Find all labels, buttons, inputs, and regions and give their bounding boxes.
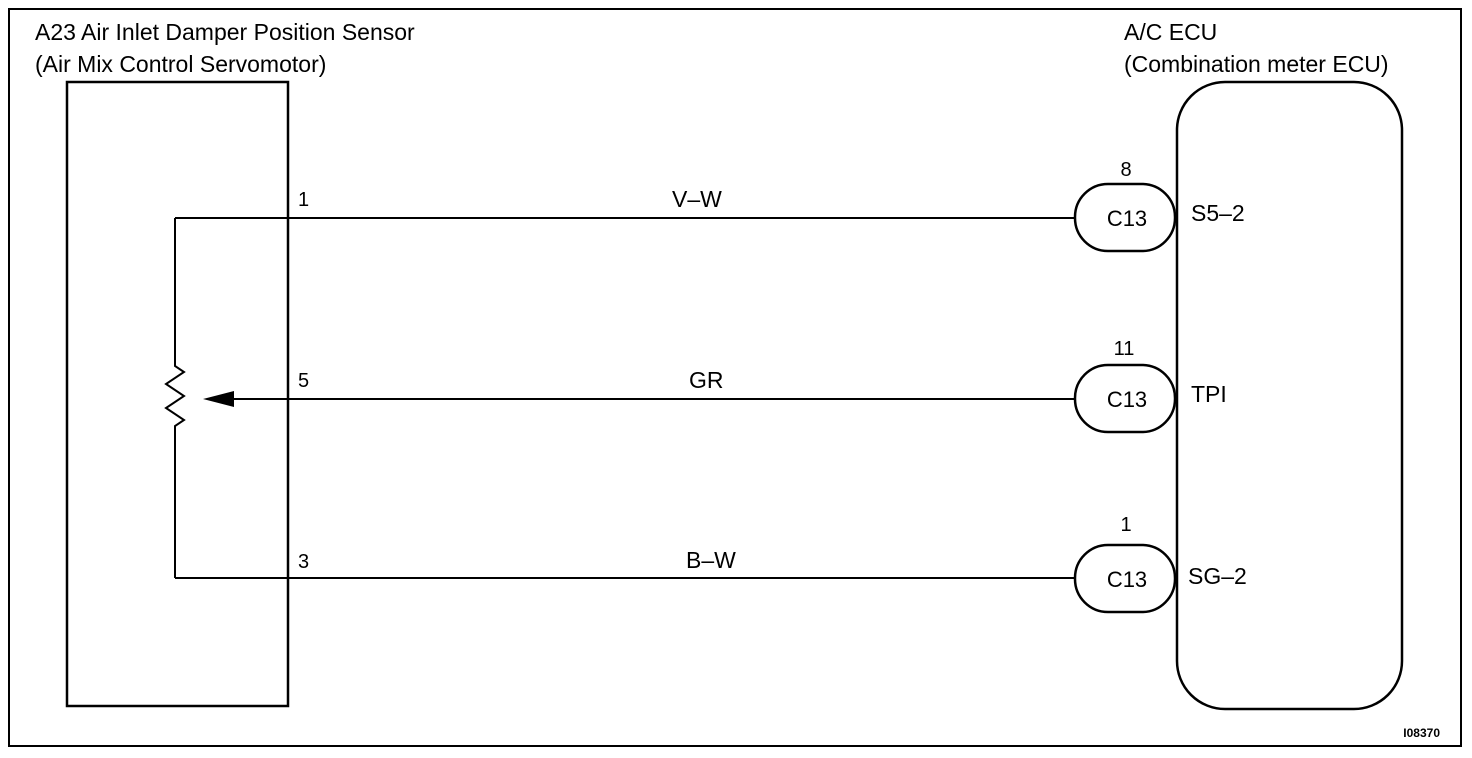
wire-2: 5 GR C13 11 TPI: [203, 338, 1227, 434]
wire-1: 1 V–W C13 8 S5–2: [175, 159, 1245, 253]
figure-id: I08370: [1403, 726, 1440, 740]
wire-3-connector-pin: 1: [1120, 514, 1131, 536]
wire-2-connector-pin: 11: [1114, 338, 1135, 360]
wire-1-ecu-terminal: S5–2: [1191, 200, 1245, 226]
sensor-subtitle: (Air Mix Control Servomotor): [35, 51, 326, 77]
wire-2-sensor-pin: 5: [298, 370, 309, 392]
ecu-subtitle: (Combination meter ECU): [1124, 51, 1389, 77]
wire-3-color-code: B–W: [686, 547, 736, 573]
wire-1-connector-label: C13: [1107, 206, 1147, 231]
diagram-frame: [8, 8, 1462, 747]
sensor-box: [65, 80, 290, 708]
wiper-arrow-icon: [203, 391, 234, 407]
wire-2-connector-label: C13: [1107, 387, 1147, 412]
wire-3-connector: [1073, 543, 1177, 614]
wire-1-color-code: V–W: [672, 186, 722, 212]
wire-1-sensor-pin: 1: [298, 189, 309, 211]
wire-3-sensor-pin: 3: [298, 551, 309, 573]
wire-1-connector-pin: 8: [1120, 159, 1131, 181]
wire-2-ecu-terminal: TPI: [1191, 381, 1227, 407]
wire-2-color-code: GR: [689, 367, 724, 393]
potentiometer-circuit: [164, 218, 186, 578]
wire-3-connector-label: C13: [1107, 567, 1147, 592]
ecu-title: A/C ECU: [1124, 19, 1217, 45]
sensor-title: A23 Air Inlet Damper Position Sensor: [35, 19, 415, 45]
ecu-box: [1175, 80, 1404, 711]
wire-3-ecu-terminal: SG–2: [1188, 563, 1247, 589]
wire-2-connector: [1073, 363, 1177, 434]
wire-1-connector: [1073, 182, 1177, 253]
wire-3: 3 B–W C13 1 SG–2: [175, 514, 1247, 614]
